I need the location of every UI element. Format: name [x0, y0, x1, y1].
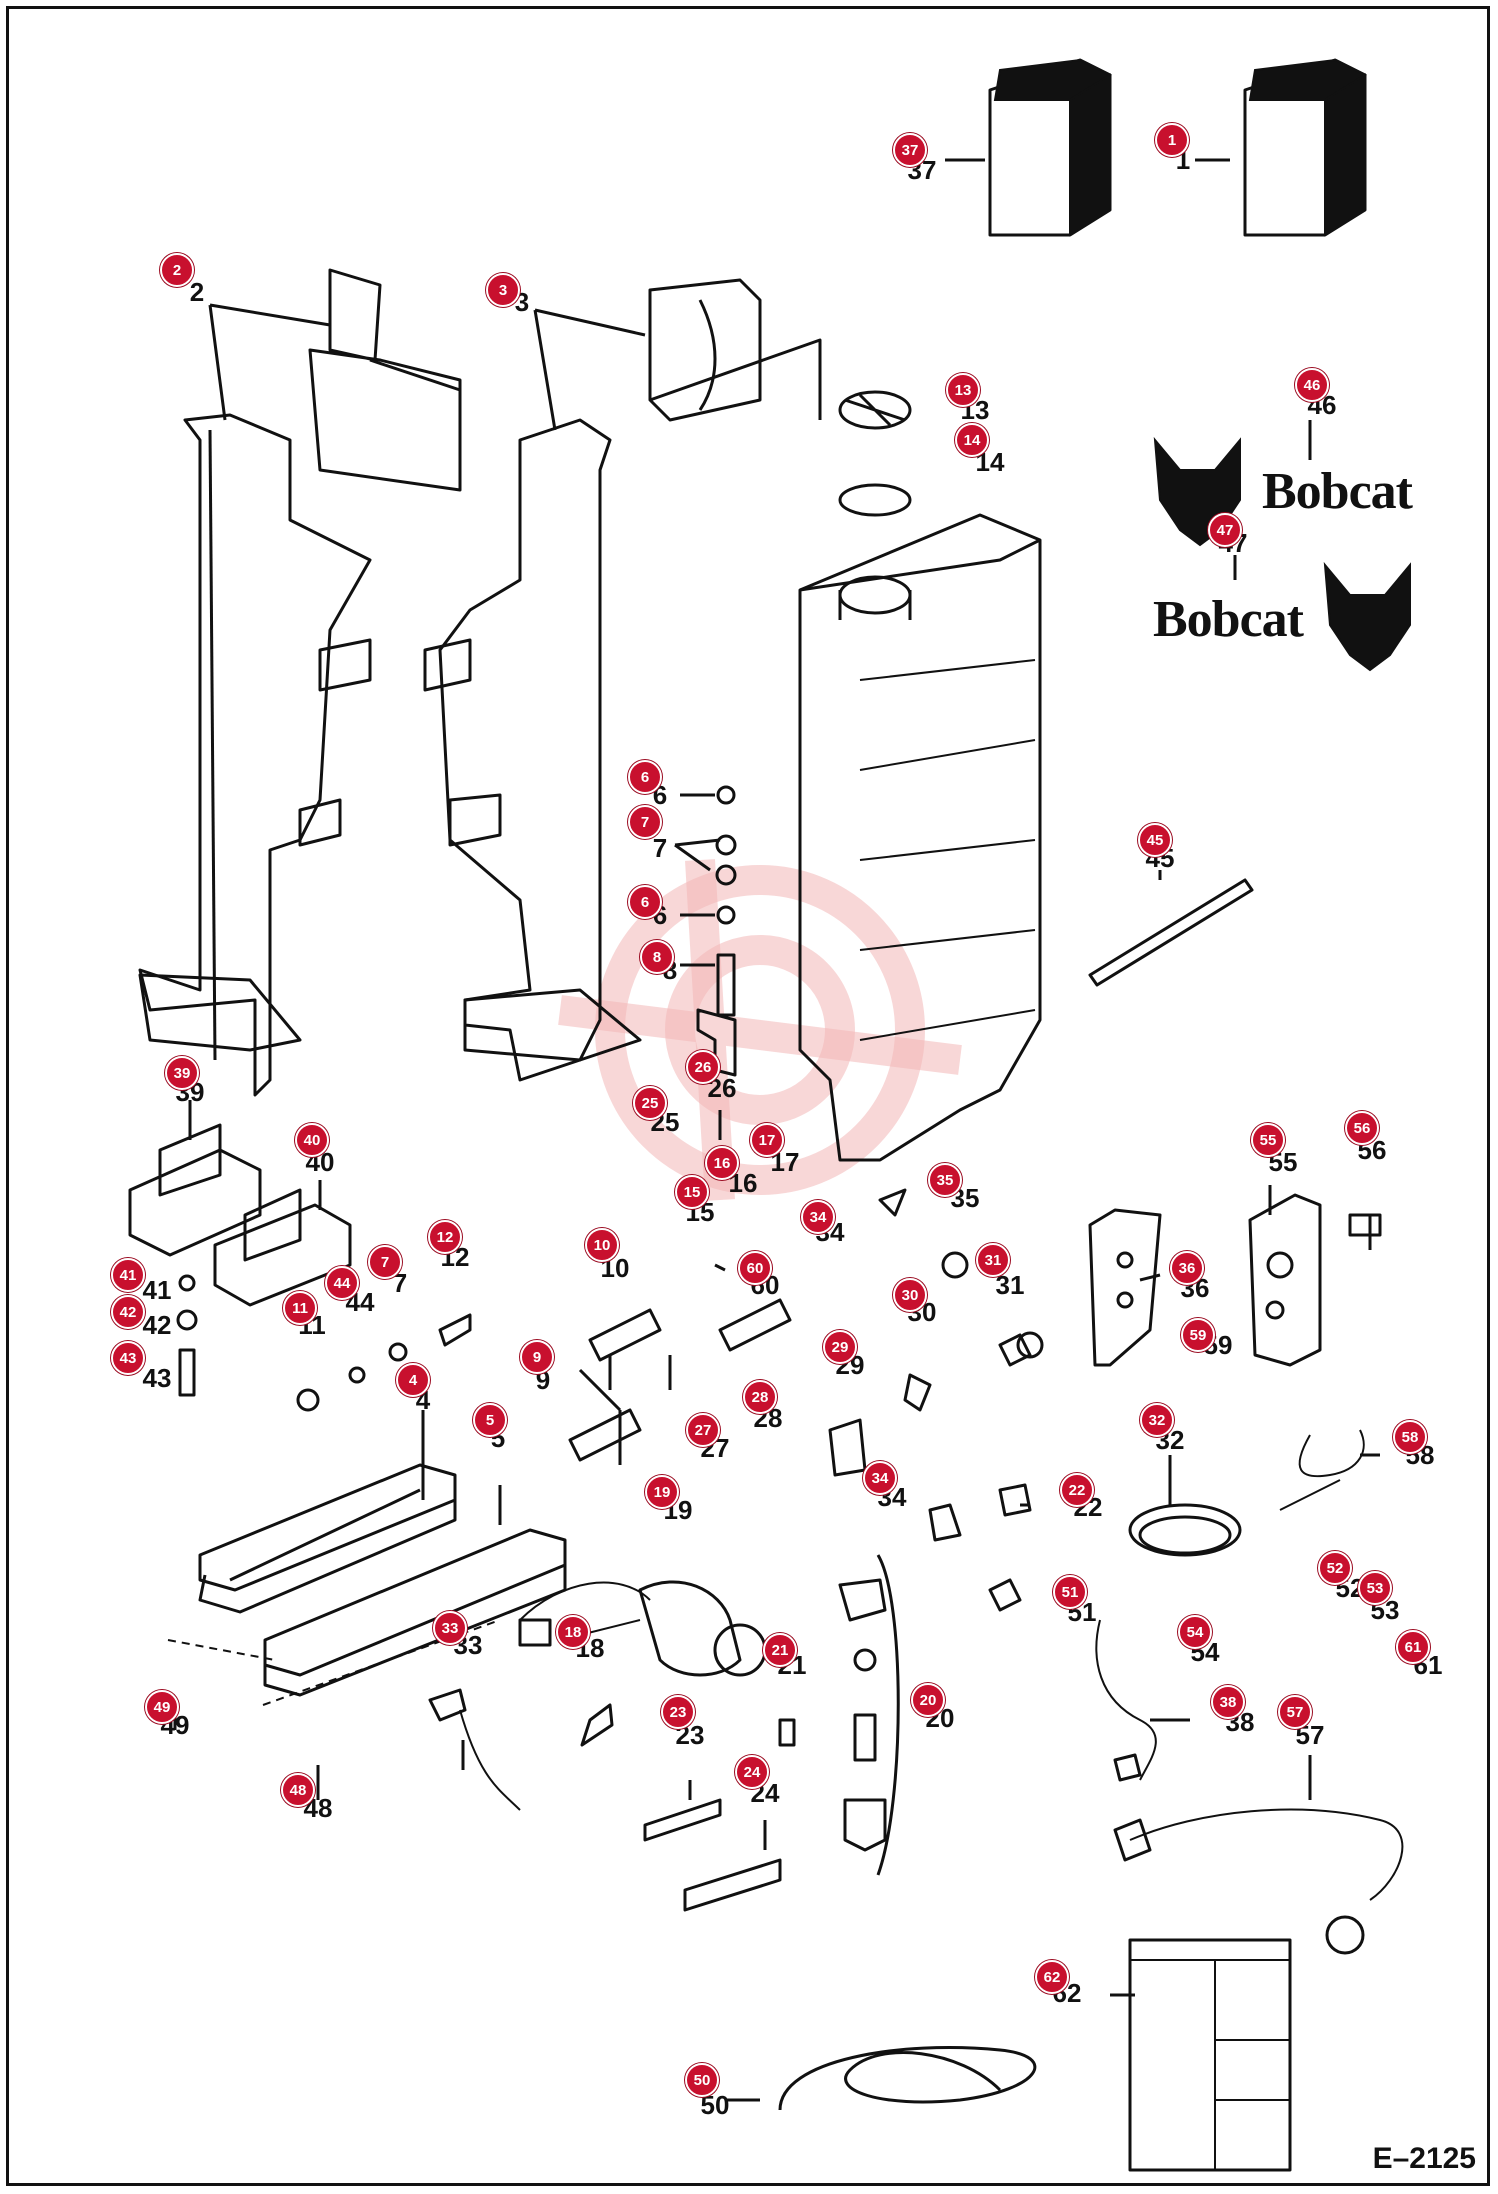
- callout-badge-15[interactable]: 15: [675, 1175, 709, 1209]
- instruction-sheet-drawing: [1128, 1938, 1292, 2172]
- callout-badge-14[interactable]: 14: [955, 423, 989, 457]
- callout-badge-48[interactable]: 48: [281, 1773, 315, 1807]
- callout-badge-58[interactable]: 58: [1393, 1420, 1427, 1454]
- battery-1-drawing: [1243, 58, 1368, 237]
- frame-upright-right-drawing: [423, 278, 822, 1082]
- bobcat-wordmark-top: Bobcat: [1262, 463, 1413, 520]
- callout-badge-55[interactable]: 55: [1251, 1123, 1285, 1157]
- callout-badge-46[interactable]: 46: [1295, 368, 1329, 402]
- callout-badge-51[interactable]: 51: [1053, 1575, 1087, 1609]
- callout-badge-61[interactable]: 61: [1396, 1630, 1430, 1664]
- hose-coil-drawing: [778, 2046, 1037, 2111]
- figure-number: E–2125: [1372, 2142, 1476, 2175]
- callout-badge-37[interactable]: 37: [893, 133, 927, 167]
- tray-fastener-line: [167, 1619, 501, 1706]
- callout-badge-43[interactable]: 43: [111, 1341, 145, 1375]
- callout-number-41: 41: [142, 1275, 172, 1305]
- filter-assembly-drawing: [838, 1554, 900, 1876]
- callout-badge-11[interactable]: 11: [283, 1291, 317, 1325]
- callout-badge-28[interactable]: 28: [743, 1380, 777, 1414]
- fuel-tank-drawing: [798, 390, 1042, 1162]
- callout-badge-31[interactable]: 31: [976, 1243, 1010, 1277]
- mount-brackets-drawing: [1088, 1193, 1322, 1367]
- leader-lines: [173, 158, 1380, 2102]
- callout-badge-56[interactable]: 56: [1345, 1111, 1379, 1145]
- callout-badge-8[interactable]: 8: [640, 940, 674, 974]
- callout-number-7: 7: [652, 833, 668, 863]
- callout-badge-44[interactable]: 44: [325, 1266, 359, 1300]
- callout-badge-16[interactable]: 16: [705, 1146, 739, 1180]
- callout-badge-40[interactable]: 40: [295, 1123, 329, 1157]
- callout-badge-22[interactable]: 22: [1060, 1473, 1094, 1507]
- callout-badge-13[interactable]: 13: [946, 373, 980, 407]
- callout-badge-23[interactable]: 23: [661, 1695, 695, 1729]
- callout-badge-30[interactable]: 30: [893, 1278, 927, 1312]
- bobcat-wordmark-bottom: Bobcat: [1153, 591, 1304, 648]
- callout-badge-1[interactable]: 1: [1155, 123, 1189, 157]
- callout-badge-25[interactable]: 25: [633, 1086, 667, 1120]
- callout-badge-29[interactable]: 29: [823, 1330, 857, 1364]
- callout-badge-38[interactable]: 38: [1211, 1685, 1245, 1719]
- diagram-border: [6, 6, 1490, 2186]
- callout-badge-53[interactable]: 53: [1358, 1571, 1392, 1605]
- battery-trays-drawing: [198, 1463, 567, 1697]
- callout-badge-21[interactable]: 21: [763, 1633, 797, 1667]
- callout-badge-62[interactable]: 62: [1035, 1960, 1069, 1994]
- callout-badge-26[interactable]: 26: [686, 1050, 720, 1084]
- callout-badge-41[interactable]: 41: [111, 1258, 145, 1292]
- callout-number-2: 2: [189, 277, 205, 307]
- callout-badge-2[interactable]: 2: [160, 253, 194, 287]
- callout-badge-24[interactable]: 24: [735, 1755, 769, 1789]
- wiring-harnesses-drawing: [428, 1429, 1404, 1955]
- callout-badge-17[interactable]: 17: [750, 1123, 784, 1157]
- callout-badge-6[interactable]: 6: [628, 885, 662, 919]
- callout-number-31: 31: [995, 1270, 1025, 1300]
- callout-badge-36[interactable]: 36: [1170, 1251, 1204, 1285]
- callout-badge-50[interactable]: 50: [685, 2063, 719, 2097]
- callout-badge-59[interactable]: 59: [1181, 1318, 1215, 1352]
- frame-upright-left-drawing: [138, 268, 462, 1097]
- hold-down-hardware-drawing: [176, 1274, 472, 1412]
- pins-drawing: [568, 1298, 792, 1462]
- callout-badge-47[interactable]: 47: [1208, 513, 1242, 547]
- callout-number-42: 42: [142, 1310, 172, 1340]
- tie-strap-drawing: [1088, 878, 1254, 987]
- callout-badge-4[interactable]: 4: [396, 1363, 430, 1397]
- hold-down-blocks-drawing: [128, 1123, 352, 1307]
- battery-37-drawing: [988, 58, 1113, 237]
- callout-badge-35[interactable]: 35: [928, 1163, 962, 1197]
- callout-number-43: 43: [142, 1363, 172, 1393]
- callout-badge-52[interactable]: 52: [1318, 1551, 1352, 1585]
- callout-badge-20[interactable]: 20: [911, 1683, 945, 1717]
- callout-badge-45[interactable]: 45: [1138, 823, 1172, 857]
- callout-badge-3[interactable]: 3: [486, 273, 520, 307]
- callout-badge-6[interactable]: 6: [628, 760, 662, 794]
- callout-badge-7[interactable]: 7: [368, 1245, 402, 1279]
- callout-badge-10[interactable]: 10: [585, 1228, 619, 1262]
- callout-badge-57[interactable]: 57: [1278, 1695, 1312, 1729]
- callout-badge-34[interactable]: 34: [863, 1461, 897, 1495]
- callout-number-7: 7: [392, 1268, 408, 1298]
- callout-badge-42[interactable]: 42: [111, 1295, 145, 1329]
- callout-badge-33[interactable]: 33: [433, 1611, 467, 1645]
- callout-badge-34[interactable]: 34: [801, 1200, 835, 1234]
- callout-badge-32[interactable]: 32: [1140, 1403, 1174, 1437]
- callout-badge-12[interactable]: 12: [428, 1220, 462, 1254]
- callout-badge-19[interactable]: 19: [645, 1475, 679, 1509]
- callout-badge-54[interactable]: 54: [1178, 1615, 1212, 1649]
- callout-badge-60[interactable]: 60: [738, 1251, 772, 1285]
- callout-badge-27[interactable]: 27: [686, 1413, 720, 1447]
- callout-badge-9[interactable]: 9: [520, 1340, 554, 1374]
- fittings-drawing: [828, 1188, 1382, 1612]
- watermark-gear-logo: [558, 859, 962, 1201]
- callout-badge-7[interactable]: 7: [628, 805, 662, 839]
- callout-badge-39[interactable]: 39: [165, 1056, 199, 1090]
- callout-badge-18[interactable]: 18: [556, 1615, 590, 1649]
- callout-badge-49[interactable]: 49: [145, 1690, 179, 1724]
- callout-badge-5[interactable]: 5: [473, 1403, 507, 1437]
